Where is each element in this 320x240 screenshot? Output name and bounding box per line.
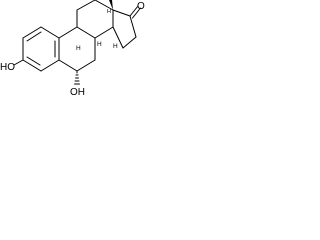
ring-c	[76, 0, 114, 39]
bond-ring-b-1	[58, 59, 78, 72]
c18-methyl: H	[107, 0, 113, 15]
steroid-structure-diagram: O H H H H HO OH	[0, 0, 145, 98]
bond-ring-b-2	[76, 59, 96, 72]
methyl-wedge	[109, 0, 113, 10]
ketone-bond-2	[132, 7, 141, 19]
hydroxyl-label-c6: OH	[70, 87, 85, 98]
bond-ring-a-4	[40, 26, 60, 39]
ketone-bond-1	[129, 5, 139, 17]
bond-ring-a-3	[22, 26, 42, 39]
bond-ring-b-4	[76, 26, 96, 39]
bond-ring-d-1	[112, 9, 131, 17]
ring-b	[58, 26, 96, 72]
c14-h-label: H	[113, 43, 118, 50]
ketone-oxygen-label: O	[137, 1, 145, 12]
bond-ring-c-3	[94, 0, 114, 11]
bond-ring-b-5	[58, 26, 78, 39]
methyl-h-label: H	[107, 9, 111, 15]
bond-ring-a-6	[40, 59, 60, 72]
c8-h-label: H	[97, 41, 102, 48]
stereo-hydrogens: H H H	[76, 41, 118, 52]
c3-hydroxyl: HO	[0, 59, 24, 73]
bond-ring-d-3	[122, 36, 137, 49]
ring-a	[22, 26, 60, 72]
double-bond-a-1	[26, 31, 42, 42]
c9-h-label: H	[76, 45, 81, 52]
bond-ring-d-4	[112, 26, 124, 49]
double-bond-a-3	[26, 56, 41, 66]
bond-ring-c-5	[94, 26, 114, 39]
hydroxyl-bond-c3	[13, 59, 24, 66]
c6-hydroxyl: OH	[70, 70, 85, 98]
hydroxyl-label-c3: HO	[0, 62, 15, 73]
bond-ring-d-2	[129, 15, 137, 38]
bond-ring-a-1	[22, 59, 42, 72]
c17-ketone: O	[129, 1, 145, 19]
ring-d	[112, 9, 137, 49]
bond-ring-c-2	[76, 0, 96, 11]
